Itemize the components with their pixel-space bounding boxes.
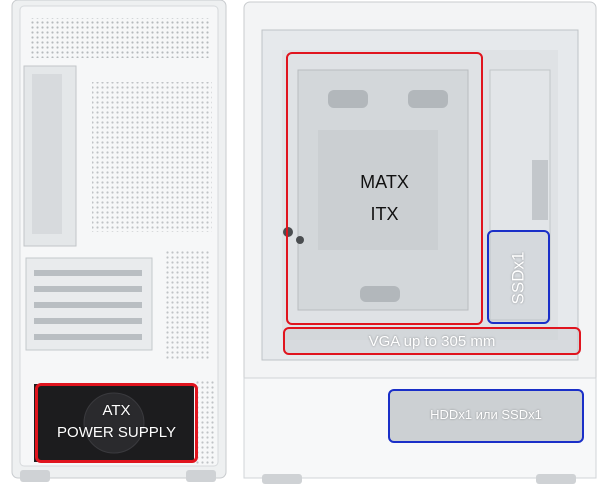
- psu-highlight-frame: [35, 383, 198, 463]
- drive-label: HDDx1 или SSDx1: [430, 407, 542, 422]
- drive-highlight-frame: [388, 389, 584, 443]
- mb-label-line2: ITX: [370, 204, 399, 224]
- gpu-highlight-frame: [283, 327, 581, 355]
- ssd-label: SSDx1: [508, 251, 528, 305]
- rear-view-illustration: [11, 0, 227, 482]
- side-view-panel: MATX ITX VGA up to 305 mm SSDx1 HDDx1 ил…: [240, 0, 600, 487]
- mb-label-line1: MATX: [360, 172, 409, 192]
- side-view-illustration: [243, 1, 597, 484]
- psu-label-line1: ATX: [102, 402, 131, 419]
- gpu-length-label: VGA up to 305 mm: [368, 333, 496, 350]
- rear-view-panel: ATX POWER SUPPLY: [0, 0, 236, 487]
- motherboard-highlight-frame: [286, 52, 483, 325]
- psu-label-line2: POWER SUPPLY: [57, 424, 176, 441]
- ssd-highlight-frame: [487, 230, 550, 324]
